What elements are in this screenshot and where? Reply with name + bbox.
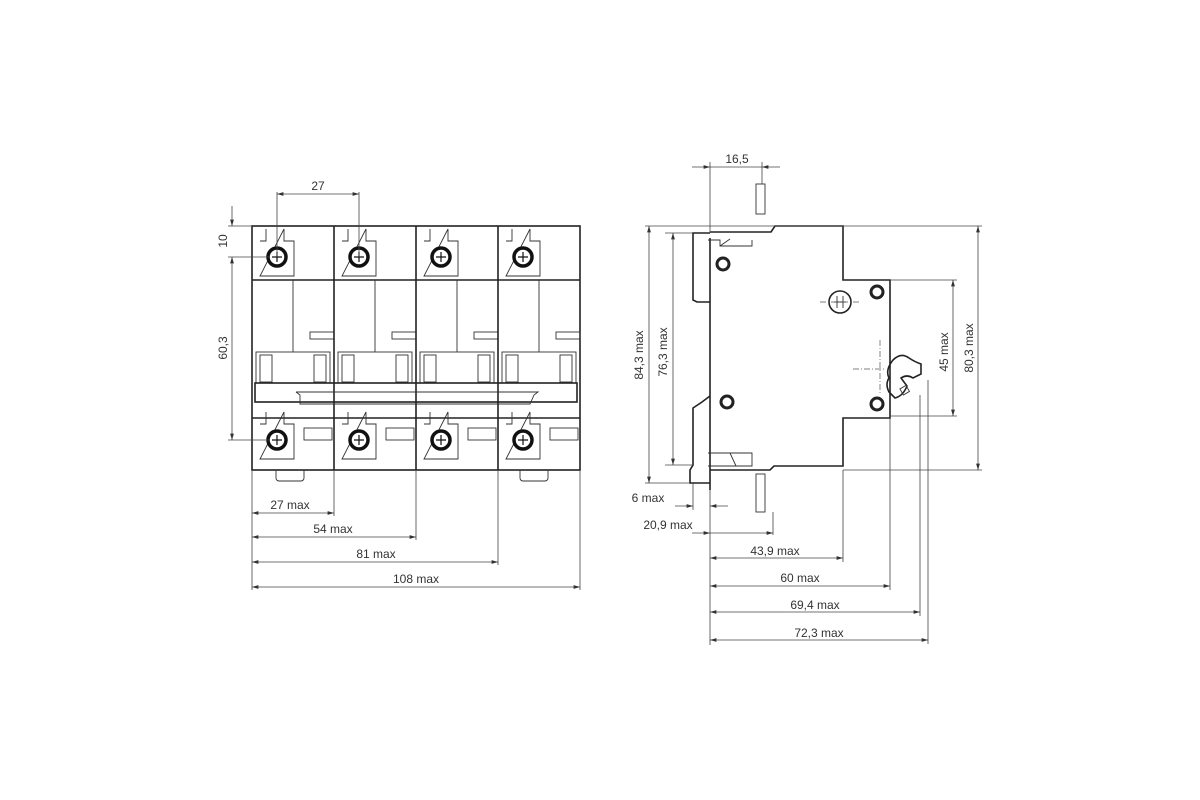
dim-height-body: 80,3 max bbox=[962, 323, 976, 372]
vent-slot bbox=[385, 427, 415, 441]
dim-width-3pole: 81 max bbox=[356, 547, 395, 561]
toggle-housing bbox=[337, 351, 413, 384]
screw-slot bbox=[518, 435, 528, 445]
handle-bar bbox=[254, 382, 578, 403]
rivet bbox=[715, 256, 731, 272]
front-view: 27 10 60,3 27 max 54 max 81 max 108 max bbox=[216, 179, 581, 590]
indicator-slot bbox=[473, 331, 499, 340]
dim-pin-offset: 20,9 max bbox=[643, 518, 692, 532]
bottom-pin bbox=[755, 473, 766, 513]
screw-slot bbox=[436, 435, 446, 445]
rivet bbox=[869, 284, 885, 300]
screw-slot bbox=[354, 435, 364, 445]
rivet bbox=[869, 396, 885, 412]
toggle-handle bbox=[886, 354, 922, 399]
dim-depth-toggle: 69,4 max bbox=[790, 598, 839, 612]
din-clip-left bbox=[275, 470, 305, 482]
dim-height-total: 84,3 max bbox=[632, 330, 646, 379]
dim-width-2pole: 54 max bbox=[313, 522, 352, 536]
dim-terminal-offset: 10 bbox=[216, 234, 230, 248]
top-rail-clip bbox=[692, 232, 710, 303]
din-clip-right bbox=[519, 470, 549, 482]
dim-height-rail: 76,3 max bbox=[656, 327, 670, 376]
top-pin bbox=[755, 183, 766, 215]
dim-depth-total: 72,3 max bbox=[794, 626, 843, 640]
dim-depth-body: 43,9 max bbox=[750, 544, 799, 558]
dim-top-pin: 16,5 bbox=[725, 152, 749, 166]
screw-slot bbox=[436, 252, 446, 262]
dim-depth-front: 60 max bbox=[780, 571, 819, 585]
indicator-slot bbox=[391, 331, 417, 340]
dim-rail-offset: 6 max bbox=[632, 491, 665, 505]
screw-slot bbox=[518, 252, 528, 262]
vent-slot bbox=[303, 427, 333, 441]
indicator-slot bbox=[309, 331, 335, 340]
bottom-rail-clip bbox=[689, 395, 711, 484]
indicator-slot bbox=[555, 331, 581, 340]
vent-slot bbox=[549, 427, 579, 441]
dim-width-1pole: 27 max bbox=[270, 498, 309, 512]
dim-front-height: 45 max bbox=[937, 332, 951, 371]
toggle-housing bbox=[419, 351, 495, 384]
side-view: 16,5 84,3 max 76,3 max 80,3 max 45 max bbox=[632, 152, 982, 645]
dim-width-4pole: 108 max bbox=[393, 572, 439, 586]
handle-bar-grip bbox=[295, 391, 540, 405]
dim-pole-pitch: 27 bbox=[311, 179, 325, 193]
side-body-outline bbox=[709, 225, 891, 490]
dim-terminal-spacing: 60,3 bbox=[216, 336, 230, 360]
toggle-housing bbox=[255, 351, 331, 384]
vent-slot bbox=[467, 427, 497, 441]
screw-slot bbox=[272, 435, 282, 445]
toggle-housing bbox=[501, 351, 577, 384]
rivet bbox=[719, 394, 735, 410]
